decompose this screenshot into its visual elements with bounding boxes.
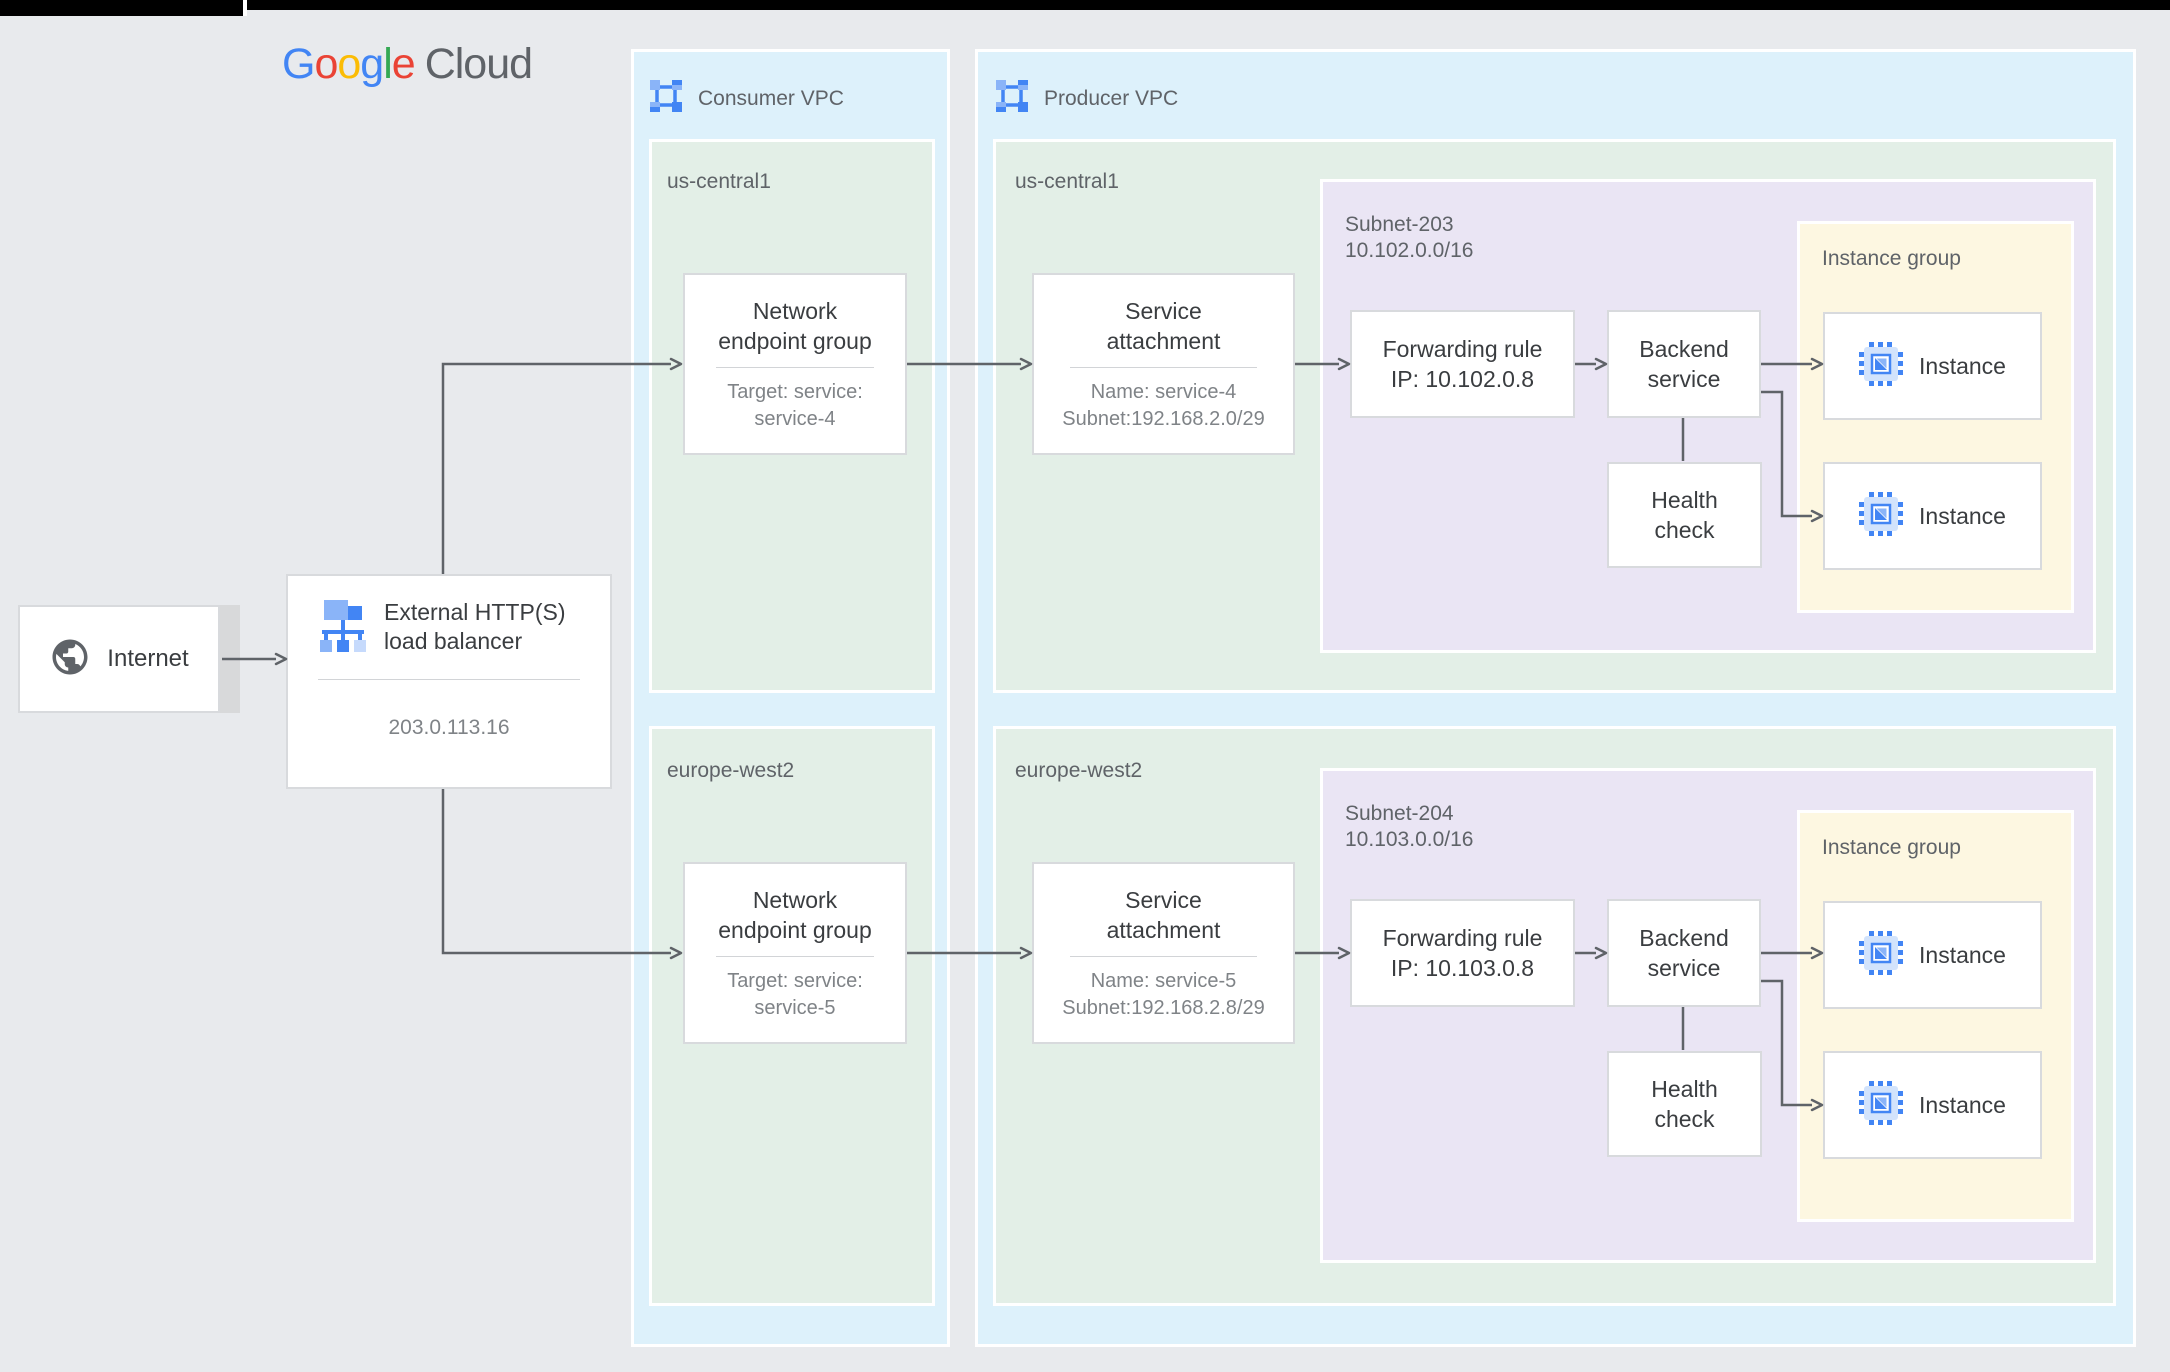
logo-cloud-word: Cloud [424, 40, 533, 88]
load-balancer-title: External HTTP(S) load balancer [384, 598, 565, 656]
instance-group-label: Instance group [1822, 836, 1961, 859]
vpc-icon [995, 79, 1029, 119]
logo-letter: g [360, 40, 384, 88]
subnet-cidr: 10.103.0.0/16 [1345, 828, 1474, 851]
logo-letter: o [314, 40, 338, 88]
logo-letter: o [337, 40, 361, 88]
internet-card: Internet [18, 605, 220, 713]
card-title-line: service [1647, 955, 1721, 981]
internet-label: Internet [107, 645, 189, 672]
logo-letter: l [383, 40, 393, 88]
card-title-line: Backend [1639, 925, 1729, 951]
backend-service-card-2: Backend service [1607, 899, 1761, 1007]
region-label: us-central1 [1015, 170, 1119, 193]
top-left-black-block [0, 0, 243, 16]
card-sub-line: Target: service: [727, 969, 863, 992]
region-label: europe-west2 [667, 759, 795, 782]
producer-vpc-label: Producer VPC [1044, 87, 1179, 110]
card-title-line: attachment [1106, 916, 1221, 943]
instance-group-container [1797, 810, 2074, 1222]
divider [1070, 955, 1257, 957]
card-sub-line: Name: service-4 [1090, 380, 1237, 403]
network-endpoint-group-card-2: Network endpoint group Target: service: … [683, 862, 907, 1044]
card-title-line: IP: 10.102.0.8 [1390, 366, 1535, 392]
vpc-icon [649, 79, 683, 119]
card-sub-line: Name: service-5 [1090, 969, 1237, 992]
health-check-card-2: Health check [1607, 1051, 1762, 1157]
consumer-vpc-header: Consumer VPC [649, 79, 844, 119]
instance-label: Instance [1919, 503, 2006, 529]
subnet-label: Subnet-203 10.102.0.0/16 [1345, 212, 1473, 264]
instance-group-label: Instance group [1822, 247, 1961, 270]
subnet-label: Subnet-204 10.103.0.0/16 [1345, 801, 1473, 853]
card-title-line: Service [1125, 886, 1202, 913]
card-title-line: attachment [1106, 327, 1221, 354]
forwarding-rule-card-1: Forwarding rule IP: 10.102.0.8 [1350, 310, 1575, 418]
compute-instance-icon [1859, 930, 1904, 980]
divider [715, 366, 875, 368]
card-title-line: endpoint group [718, 327, 872, 354]
card-title-line: Forwarding rule [1382, 925, 1543, 951]
network-endpoint-group-card-1: Network endpoint group Target: service: … [683, 273, 907, 455]
load-balancer-title-line2: load balancer [384, 628, 523, 654]
compute-instance-icon [1859, 1080, 1904, 1130]
card-title-line: service [1647, 366, 1721, 392]
load-balancer-icon [320, 598, 366, 657]
card-title-line: IP: 10.103.0.8 [1390, 955, 1535, 981]
load-balancer-ip: 203.0.113.16 [388, 716, 510, 739]
card-sub-line: service-4 [754, 407, 836, 430]
globe-icon [49, 636, 91, 683]
card-sub-line: Subnet:192.168.2.0/29 [1062, 407, 1265, 430]
top-edge-bar [0, 0, 2170, 10]
subnet-name: Subnet-203 [1345, 213, 1454, 236]
instance-card: Instance [1823, 1051, 2042, 1159]
card-title-line: Forwarding rule [1382, 336, 1543, 362]
divider [318, 679, 580, 680]
card-sub-line: Subnet:192.168.2.8/29 [1062, 996, 1265, 1019]
load-balancer-title-line1: External HTTP(S) [384, 599, 566, 625]
compute-instance-icon [1859, 491, 1904, 541]
instance-card: Instance [1823, 312, 2042, 420]
logo-letter: e [391, 40, 416, 88]
load-balancer-header: External HTTP(S) load balancer [320, 598, 565, 657]
card-title-line: check [1654, 517, 1715, 543]
card-title-line: Health [1651, 1076, 1718, 1102]
service-attachment-card-2: Service attachment Name: service-5 Subne… [1032, 862, 1295, 1044]
card-title-line: Service [1125, 297, 1202, 324]
consumer-vpc-label: Consumer VPC [698, 87, 844, 110]
instance-label: Instance [1919, 1092, 2006, 1118]
card-title-line: Network [752, 886, 838, 913]
subnet-cidr: 10.102.0.0/16 [1345, 239, 1474, 262]
service-attachment-card-1: Service attachment Name: service-4 Subne… [1032, 273, 1295, 455]
health-check-card-1: Health check [1607, 462, 1762, 568]
logo-letter: G [282, 40, 315, 88]
subnet-name: Subnet-204 [1345, 802, 1454, 825]
producer-vpc-header: Producer VPC [995, 79, 1178, 119]
card-sub-line: service-5 [754, 996, 836, 1019]
instance-card: Instance [1823, 462, 2042, 570]
card-title-line: check [1654, 1106, 1715, 1132]
card-title-line: Health [1651, 487, 1718, 513]
top-bar-notch [243, 0, 247, 16]
card-title-line: endpoint group [718, 916, 872, 943]
divider [715, 955, 875, 957]
instance-card: Instance [1823, 901, 2042, 1009]
compute-instance-icon [1859, 341, 1904, 391]
forwarding-rule-card-2: Forwarding rule IP: 10.103.0.8 [1350, 899, 1575, 1007]
instance-label: Instance [1919, 942, 2006, 968]
card-title-line: Backend [1639, 336, 1729, 362]
region-label: us-central1 [667, 170, 771, 193]
region-label: europe-west2 [1015, 759, 1143, 782]
card-title-line: Network [752, 297, 838, 324]
instance-label: Instance [1919, 353, 2006, 379]
backend-service-card-1: Backend service [1607, 310, 1761, 418]
divider [1070, 366, 1257, 368]
load-balancer-card: External HTTP(S) load balancer 203.0.113… [286, 574, 612, 789]
card-sub-line: Target: service: [727, 380, 863, 403]
